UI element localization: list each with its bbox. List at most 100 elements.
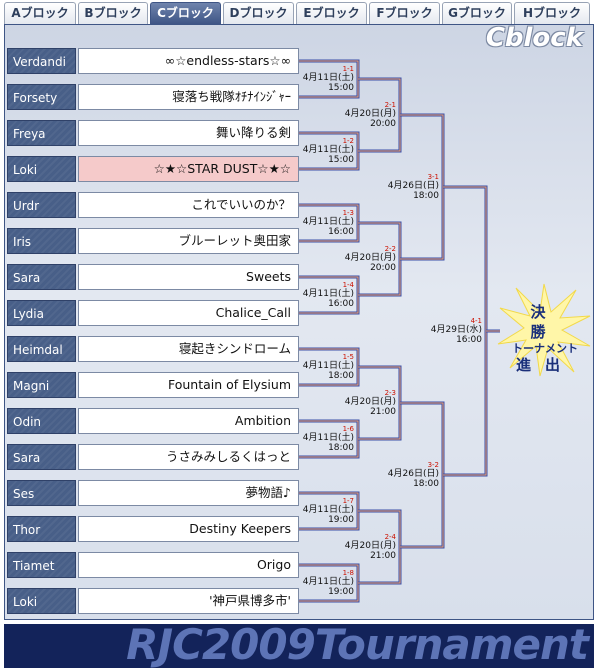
team-name[interactable]: うさみみしるくはっと bbox=[78, 444, 299, 470]
team-name[interactable]: 寝落ち戦隊ｵﾁﾅｲﾝｼﾞｬｰ bbox=[78, 84, 299, 110]
match-date: 4月11日(土) bbox=[302, 505, 354, 515]
player-name: Odin bbox=[7, 408, 76, 434]
match-id: 3-1 bbox=[427, 173, 439, 181]
advance-badge: 決 勝 トーナメント 進出 bbox=[502, 302, 588, 375]
team-name[interactable]: 舞い降りる剣 bbox=[78, 120, 299, 146]
match-date: 4月11日(土) bbox=[302, 217, 354, 227]
player-name: Sara bbox=[7, 444, 76, 470]
match-id: 1-7 bbox=[342, 497, 354, 505]
match-id: 4-1 bbox=[470, 317, 482, 325]
match-id: 1-5 bbox=[342, 353, 354, 361]
team-name[interactable]: Fountain of Elysium bbox=[78, 372, 299, 398]
team-name[interactable]: 夢物語♪ bbox=[78, 480, 299, 506]
footer-title: RJC2009Tournament bbox=[126, 624, 589, 668]
block-title: Cblock bbox=[485, 23, 583, 53]
match-id: 1-6 bbox=[342, 425, 354, 433]
player-name: Heimdal bbox=[7, 336, 76, 362]
tab-h-block[interactable]: Hブロック bbox=[514, 2, 590, 24]
player-name: Lydia bbox=[7, 300, 76, 326]
entry-row: Loki☆★☆STAR DUST☆★☆ bbox=[7, 156, 299, 182]
player-name: Freya bbox=[7, 120, 76, 146]
team-name[interactable]: Destiny Keepers bbox=[78, 516, 299, 542]
tab-c-block[interactable]: Cブロック bbox=[150, 2, 221, 24]
match-time: 21:00 bbox=[370, 551, 396, 561]
match-time: 18:00 bbox=[328, 443, 354, 453]
team-name[interactable]: Chalice_Call bbox=[78, 300, 299, 326]
tab-d-block[interactable]: Dブロック bbox=[223, 2, 294, 24]
tab-b-block[interactable]: Bブロック bbox=[78, 2, 148, 24]
match-date: 4月29日(水) bbox=[430, 325, 482, 335]
footer-banner: RJC2009Tournament bbox=[4, 624, 594, 668]
advance-badge-line1: 決 勝 bbox=[530, 303, 589, 341]
advance-badge-line3: 進出 bbox=[515, 356, 574, 374]
match-date: 4月11日(土) bbox=[302, 433, 354, 443]
advance-badge-line2: トーナメント bbox=[512, 342, 578, 355]
team-name[interactable]: Origo bbox=[78, 552, 299, 578]
player-name: Urdr bbox=[7, 192, 76, 218]
player-name: Verdandi bbox=[7, 48, 76, 74]
player-name: Tiamet bbox=[7, 552, 76, 578]
match-id: 1-1 bbox=[342, 65, 354, 73]
tab-e-block[interactable]: Eブロック bbox=[296, 2, 367, 24]
tab-f-block[interactable]: Fブロック bbox=[369, 2, 440, 24]
match-id: 1-8 bbox=[342, 569, 354, 577]
tab-g-block[interactable]: Gブロック bbox=[442, 2, 512, 24]
team-name[interactable]: Ambition bbox=[78, 408, 299, 434]
match-time: 18:00 bbox=[328, 371, 354, 381]
entry-row: Verdandi∞☆endless-stars☆∞ bbox=[7, 48, 299, 74]
team-name[interactable]: これでいいのか？ bbox=[78, 192, 299, 218]
match-date: 4月11日(土) bbox=[302, 289, 354, 299]
match-id: 1-4 bbox=[342, 281, 354, 289]
match-date: 4月26日(日) bbox=[387, 181, 439, 191]
match-time: 16:00 bbox=[456, 335, 482, 345]
team-name[interactable]: 寝起きシンドローム bbox=[78, 336, 299, 362]
match-date: 4月20日(月) bbox=[344, 109, 396, 119]
match-time: 15:00 bbox=[328, 155, 354, 165]
team-name[interactable]: ☆★☆STAR DUST☆★☆ bbox=[78, 156, 299, 182]
tab-a-block[interactable]: Aブロック bbox=[4, 2, 76, 24]
team-name[interactable]: Sweets bbox=[78, 264, 299, 290]
match-date: 4月26日(日) bbox=[387, 469, 439, 479]
player-name: Thor bbox=[7, 516, 76, 542]
match-date: 4月20日(月) bbox=[344, 253, 396, 263]
match-time: 20:00 bbox=[370, 263, 396, 273]
match-id: 3-2 bbox=[427, 461, 439, 469]
match-date: 4月11日(土) bbox=[302, 361, 354, 371]
match-date: 4月11日(土) bbox=[302, 145, 354, 155]
team-name[interactable]: '神戸県博多市' bbox=[78, 588, 299, 614]
entry-row: Loki'神戸県博多市' bbox=[7, 588, 299, 614]
match-date: 4月20日(月) bbox=[344, 541, 396, 551]
match-date: 4月20日(月) bbox=[344, 397, 396, 407]
team-name[interactable]: ブルーレット奥田家 bbox=[78, 228, 299, 254]
player-name: Ses bbox=[7, 480, 76, 506]
match-time: 15:00 bbox=[328, 83, 354, 93]
match-time: 16:00 bbox=[328, 227, 354, 237]
match-time: 16:00 bbox=[328, 299, 354, 309]
team-name[interactable]: ∞☆endless-stars☆∞ bbox=[78, 48, 299, 74]
